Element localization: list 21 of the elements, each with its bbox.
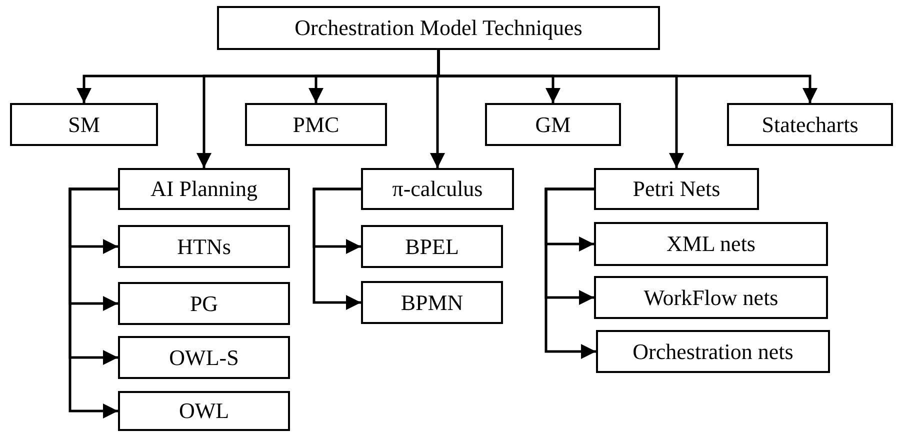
category-box: Petri Nets (594, 168, 759, 210)
category-box: Orchestration nets (596, 330, 830, 373)
category-box: BPMN (361, 281, 503, 324)
arrow (437, 50, 818, 103)
arrow (68, 188, 118, 418)
arrow (312, 188, 361, 310)
category-box: OWL (118, 391, 290, 431)
category-box: OWL-S (118, 336, 290, 379)
category-box: XML nets (594, 222, 828, 266)
category-box: Statecharts (727, 103, 893, 146)
arrow (544, 188, 596, 359)
category-box: π-calculus (361, 168, 514, 210)
category-box: WorkFlow nets (594, 276, 828, 319)
category-box: Orchestration Model Techniques (217, 6, 660, 50)
category-box: AI Planning (118, 168, 290, 210)
category-box: BPEL (361, 225, 503, 268)
category-box: PG (118, 282, 290, 325)
category-box: PMC (245, 103, 387, 146)
category-box: GM (485, 103, 621, 146)
category-box: HTNs (118, 225, 290, 268)
category-box: SM (10, 103, 158, 146)
